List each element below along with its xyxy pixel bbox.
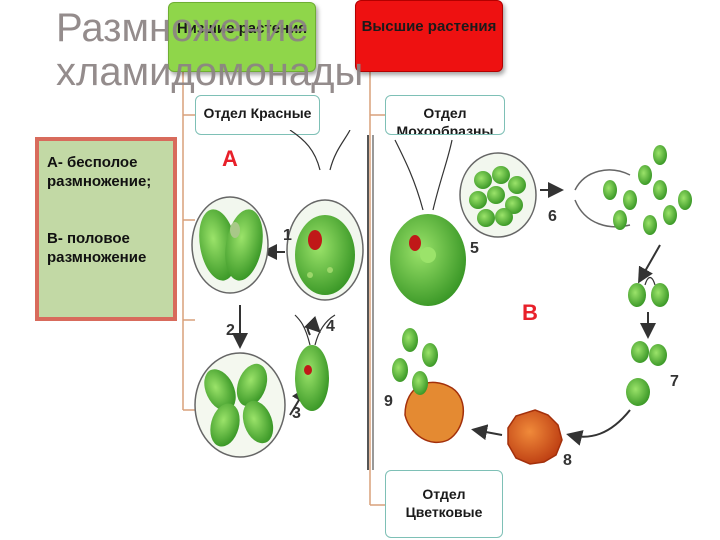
higher-plants-label: Высшие растения [361, 18, 497, 35]
step-7: 7 [670, 373, 679, 390]
legend-note: А- бесполое размножение; В- половое разм… [35, 137, 177, 321]
division-red-label: Отдел Красные [203, 105, 312, 121]
step-3: 3 [292, 405, 301, 422]
step-6: 6 [548, 208, 557, 225]
label-a: А [222, 146, 238, 171]
division-red-box: Отдел Красные [195, 95, 320, 135]
released-gametes [574, 145, 692, 235]
zygote [507, 409, 563, 465]
lower-plants-label: Низшие растения [176, 20, 308, 37]
higher-plants-box: Высшие растения [355, 0, 503, 72]
step-1: 1 [283, 227, 292, 244]
label-b: В [522, 300, 538, 325]
zoospore [294, 314, 336, 411]
life-cycle-illustration [191, 130, 692, 470]
germinating-zygote [392, 328, 465, 444]
step-2: 2 [226, 322, 235, 339]
fusing-gametes [626, 341, 667, 406]
step-8: 8 [563, 452, 572, 469]
pairing-gametes [628, 276, 669, 307]
division-moss-box: Отдел Мохообразны [385, 95, 505, 135]
dividing-cell [191, 196, 269, 294]
step-9: 9 [384, 393, 393, 410]
division-flower-label: Отдел Цветковые [405, 486, 483, 520]
step-5: 5 [470, 240, 479, 257]
legend-sexual: В- половое размножение [47, 230, 147, 266]
lower-plants-box: Низшие растения [168, 2, 316, 72]
parent-cell-b [390, 139, 466, 306]
step-4: 4 [326, 318, 335, 335]
legend-asexual: А- бесполое размножение; [47, 154, 152, 190]
zoosporangium [194, 352, 286, 458]
division-moss-label: Отдел Мохообразны [396, 105, 494, 135]
parent-cell-a [286, 130, 364, 301]
gametangium [459, 152, 537, 238]
page-title: Размножение хламидомонады [56, 6, 364, 94]
division-flower-box: Отдел Цветковые [385, 470, 503, 538]
